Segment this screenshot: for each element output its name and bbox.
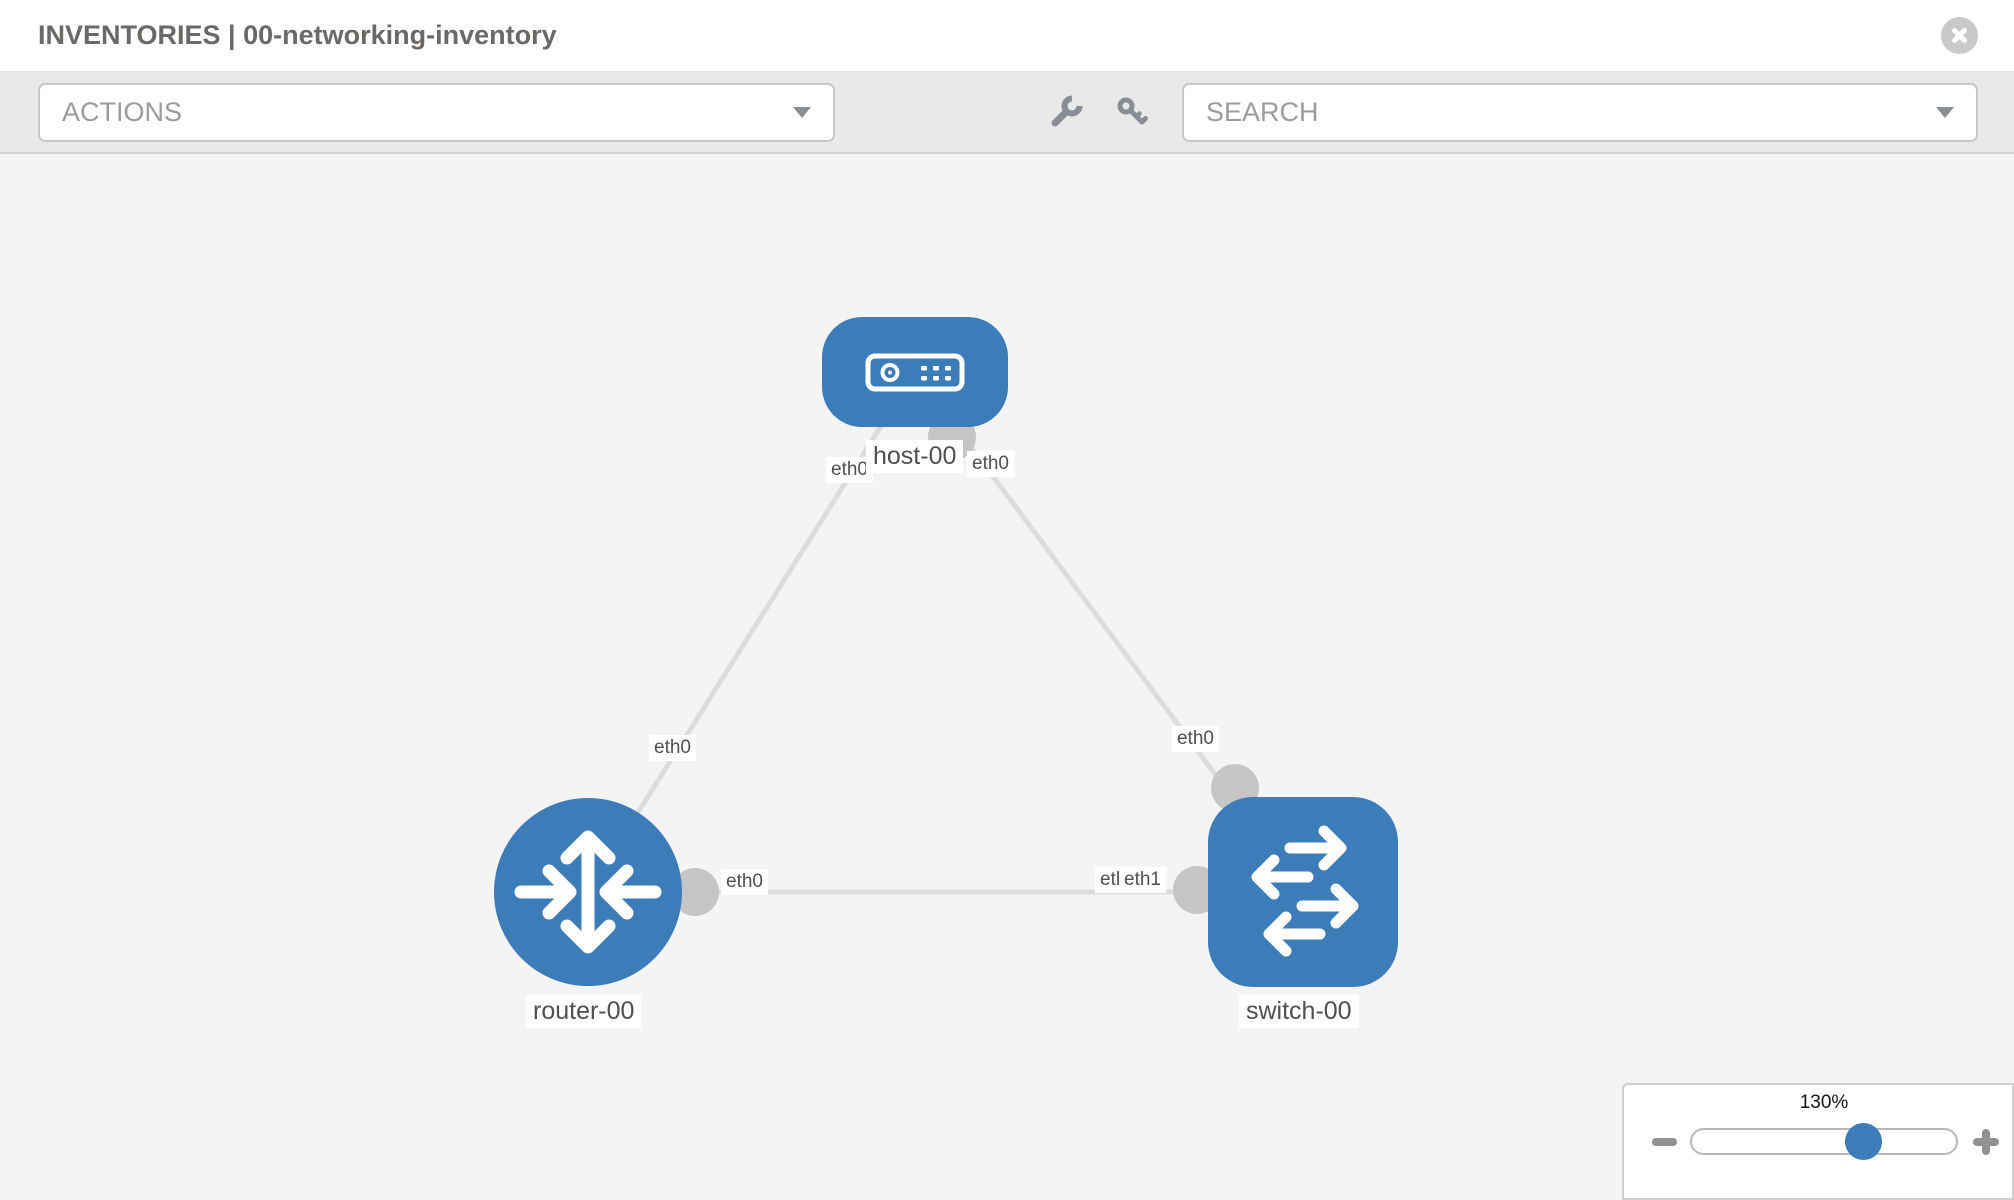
close-button[interactable] [1941,17,1978,54]
topology-canvas[interactable]: eth0 eth0 eth0 eth0 eth0 eth1 eth0 host-… [0,154,2014,1200]
iface-label-host-eth0-switch-link: eth0 [967,451,1014,477]
iface-label-switch-eth1-router-link: eth1 [1119,867,1166,893]
iface-label-router-eth0-switch-link: eth0 [721,869,768,895]
actions-dropdown-label: ACTIONS [62,97,183,127]
search-dropdown-label: SEARCH [1206,97,1319,127]
zoom-in-icon[interactable] [1973,1129,1999,1155]
iface-label-switch-eth0-host-link: eth0 [1172,726,1219,752]
node-label-switch-00: switch-00 [1239,995,1359,1028]
zoom-control-panel: 130% [1622,1083,2014,1200]
node-label-host-00: host-00 [866,440,964,473]
iface-label-host-eth0-router-link: eth0 [826,457,873,483]
node-host-00[interactable] [822,317,1008,427]
toolbar: ACTIONS SEARCH [0,72,2014,154]
search-dropdown[interactable]: SEARCH [1182,83,1978,142]
port-connectors [671,413,1259,916]
switch-icon [1251,825,1359,957]
port-connector [671,868,719,916]
page-title: INVENTORIES | 00-networking-inventory [38,20,557,50]
host-icon [865,353,965,392]
zoom-slider-track[interactable] [1690,1128,1958,1155]
zoom-out-icon[interactable] [1652,1138,1677,1146]
node-switch-00[interactable] [1208,797,1398,987]
router-icon [514,830,662,954]
header-bar: INVENTORIES | 00-networking-inventory [0,0,2014,72]
node-label-router-00: router-00 [526,995,642,1028]
node-router-00[interactable] [494,798,682,986]
key-icon [1117,97,1148,125]
configure-button[interactable] [1046,93,1086,133]
actions-dropdown[interactable]: ACTIONS [38,83,835,142]
zoom-slider-thumb[interactable] [1845,1123,1882,1160]
chevron-down-icon [1936,107,1954,118]
zoom-level-value: 130% [1799,1092,1849,1113]
chevron-down-icon [793,107,811,118]
iface-label-router-eth0-host-link: eth0 [649,735,696,761]
key-button[interactable] [1113,93,1153,133]
wrench-icon [1051,95,1083,127]
